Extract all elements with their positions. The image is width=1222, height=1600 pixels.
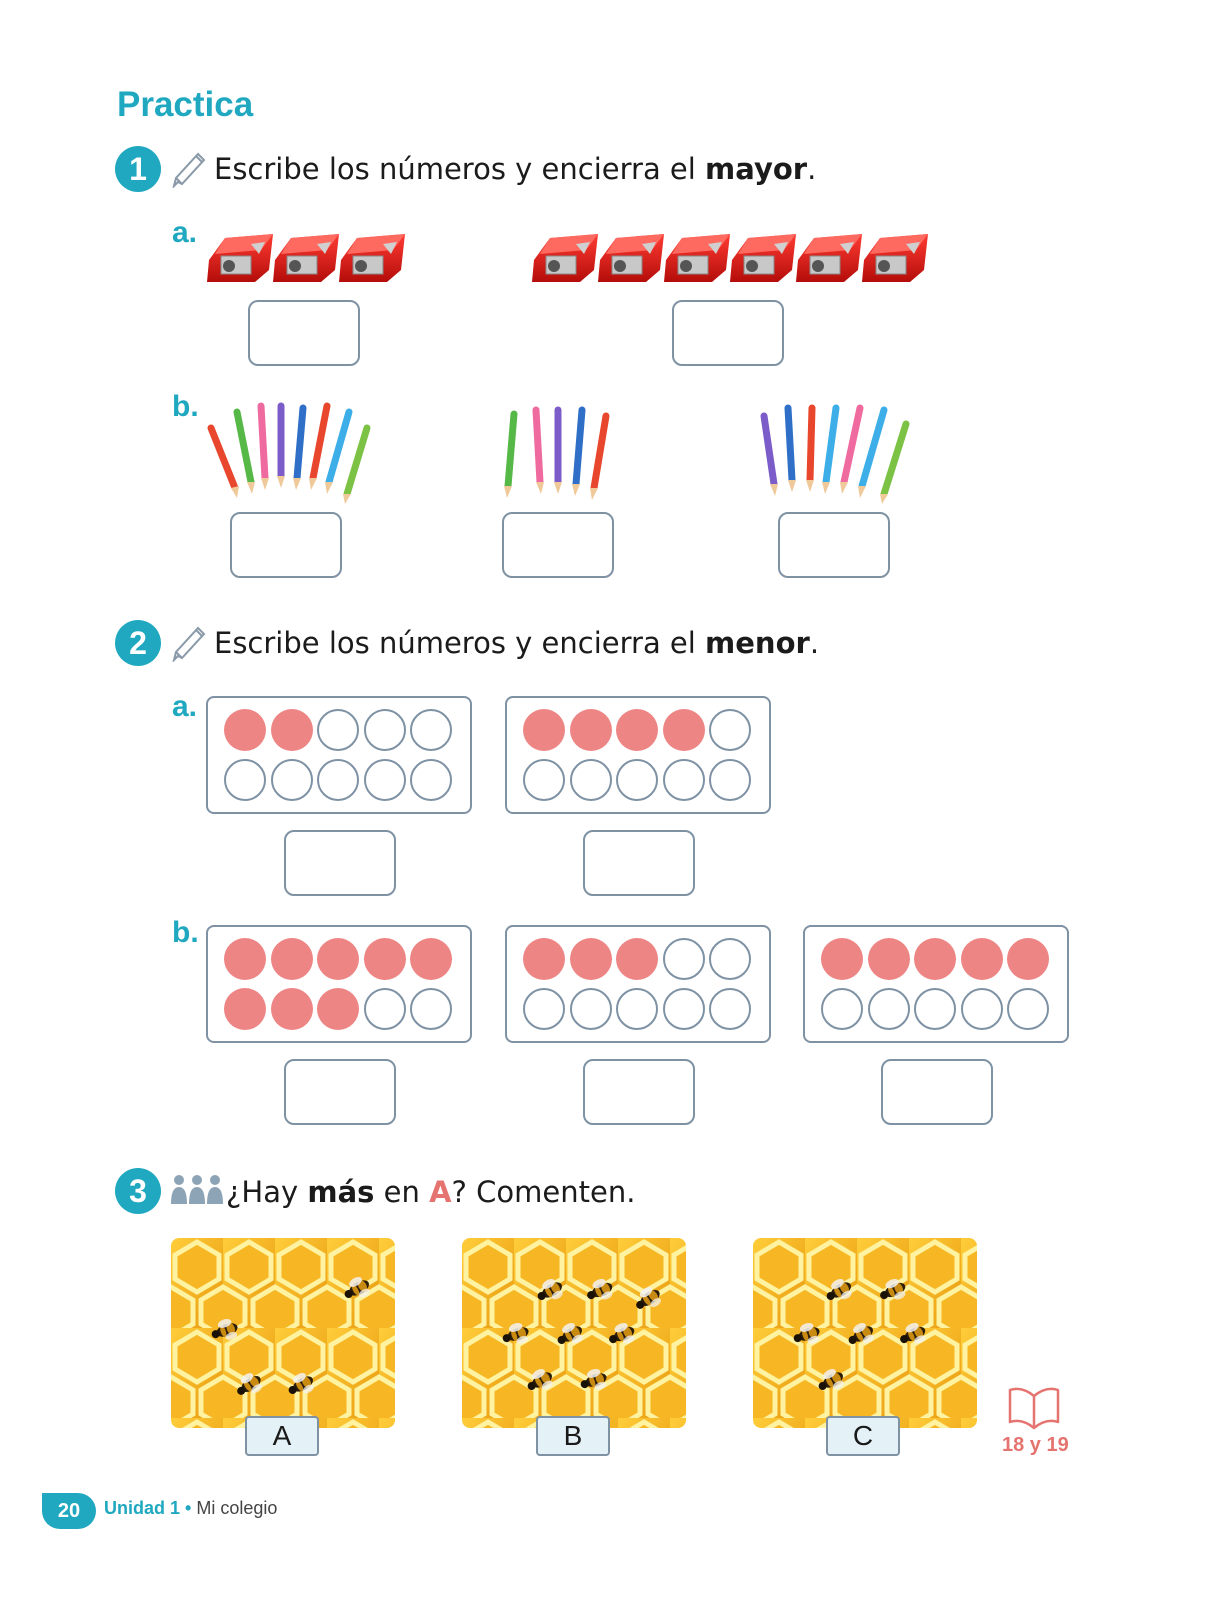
counter-filled	[270, 709, 313, 751]
counter-filled	[662, 709, 705, 751]
counter-empty	[821, 988, 863, 1030]
photo-label-c: C	[826, 1416, 900, 1456]
counter-filled	[270, 938, 313, 980]
counter-empty	[224, 759, 266, 801]
counter-empty	[1007, 988, 1049, 1030]
sharpener-group-3	[206, 233, 405, 283]
counter-filled	[523, 709, 565, 751]
counter-empty	[709, 759, 751, 801]
counter-empty	[709, 709, 751, 751]
counter-empty	[569, 988, 612, 1030]
answer-box-1a-1[interactable]	[248, 300, 360, 366]
sharpener-group-6	[531, 233, 928, 283]
exercise-1b-label: b.	[172, 390, 199, 423]
counter-empty	[270, 759, 313, 801]
counter-filled	[616, 938, 658, 980]
counter-filled	[821, 938, 863, 980]
exercise-1-instruction: Escribe los números y encierra el mayor.	[214, 152, 817, 186]
answer-box-1b-2[interactable]	[502, 512, 614, 578]
exercise-1a-label: a.	[172, 216, 198, 249]
counter-empty	[867, 988, 910, 1030]
book-icon	[1008, 1387, 1060, 1430]
counter-empty	[410, 709, 452, 751]
counter-empty	[914, 988, 956, 1030]
photo-label-a: A	[245, 1416, 319, 1456]
counter-filled	[317, 988, 359, 1030]
answer-box-2a-1[interactable]	[284, 830, 396, 896]
counter-filled	[363, 938, 406, 980]
exercise-1-number: 1	[115, 146, 161, 192]
answer-box-1b-1[interactable]	[230, 512, 342, 578]
counter-filled	[224, 709, 266, 751]
exercise-3-question: ¿Hay más en A? Comenten.	[226, 1175, 636, 1209]
pencil-group-5	[504, 406, 610, 500]
answer-box-2b-1[interactable]	[284, 1059, 396, 1125]
counter-filled	[569, 938, 612, 980]
ten-frame-2b-2	[505, 925, 771, 1043]
counter-empty	[410, 988, 452, 1030]
pencil-group-8	[207, 402, 371, 504]
counter-empty	[317, 709, 359, 751]
ten-frame-2a-1	[206, 696, 472, 814]
exercise-2-instruction: Escribe los números y encierra el menor.	[214, 626, 820, 660]
honeycomb-photo-b	[462, 1238, 686, 1428]
photo-label-b: B	[536, 1416, 610, 1456]
group-work-icon	[171, 1175, 223, 1204]
counter-empty	[523, 759, 565, 801]
footer-chapter: Mi colegio	[196, 1498, 278, 1518]
footer-breadcrumb: Unidad 1 • Mi colegio	[104, 1498, 278, 1518]
counter-filled	[224, 938, 266, 980]
counter-filled	[960, 938, 1003, 980]
answer-box-2b-3[interactable]	[881, 1059, 993, 1125]
answer-box-2a-2[interactable]	[583, 830, 695, 896]
pencil-icon	[172, 152, 206, 188]
exercise-2-number: 2	[115, 620, 161, 666]
answer-box-1b-3[interactable]	[778, 512, 890, 578]
counter-empty	[709, 988, 751, 1030]
counter-filled	[410, 938, 452, 980]
pencil-icon	[172, 626, 206, 662]
counter-filled	[1007, 938, 1049, 980]
counter-empty	[662, 759, 705, 801]
counter-filled	[867, 938, 910, 980]
ten-frame-2b-3	[803, 925, 1069, 1043]
exercise-2a-label: a.	[172, 690, 198, 723]
answer-box-2b-2[interactable]	[583, 1059, 695, 1125]
honeycomb-photo-a	[171, 1238, 395, 1428]
counter-empty	[363, 709, 406, 751]
footer-unit: Unidad 1	[104, 1498, 181, 1518]
counter-filled	[523, 938, 565, 980]
counter-empty	[616, 988, 658, 1030]
answer-box-1a-2[interactable]	[672, 300, 784, 366]
counter-filled	[616, 709, 658, 751]
counter-empty	[662, 938, 705, 980]
counter-filled	[317, 938, 359, 980]
counter-filled	[569, 709, 612, 751]
counter-empty	[709, 938, 751, 980]
exercise-3-number: 3	[115, 1168, 161, 1214]
counter-filled	[270, 988, 313, 1030]
exercise-2b-label: b.	[172, 916, 199, 949]
reference-pages: 18 y 19	[1002, 1434, 1069, 1456]
counter-empty	[410, 759, 452, 801]
counter-empty	[317, 759, 359, 801]
counter-empty	[523, 988, 565, 1030]
pencil-group-7	[760, 404, 910, 504]
counter-empty	[960, 988, 1003, 1030]
page-number: 20	[42, 1493, 96, 1529]
counter-empty	[662, 988, 705, 1030]
ten-frame-2b-1	[206, 925, 472, 1043]
counter-filled	[914, 938, 956, 980]
counter-empty	[616, 759, 658, 801]
counter-filled	[224, 988, 266, 1030]
counter-empty	[363, 988, 406, 1030]
ten-frame-2a-2	[505, 696, 771, 814]
honeycomb-photo-c	[753, 1238, 977, 1428]
counter-empty	[569, 759, 612, 801]
page-title: Practica	[117, 85, 254, 124]
counter-empty	[363, 759, 406, 801]
